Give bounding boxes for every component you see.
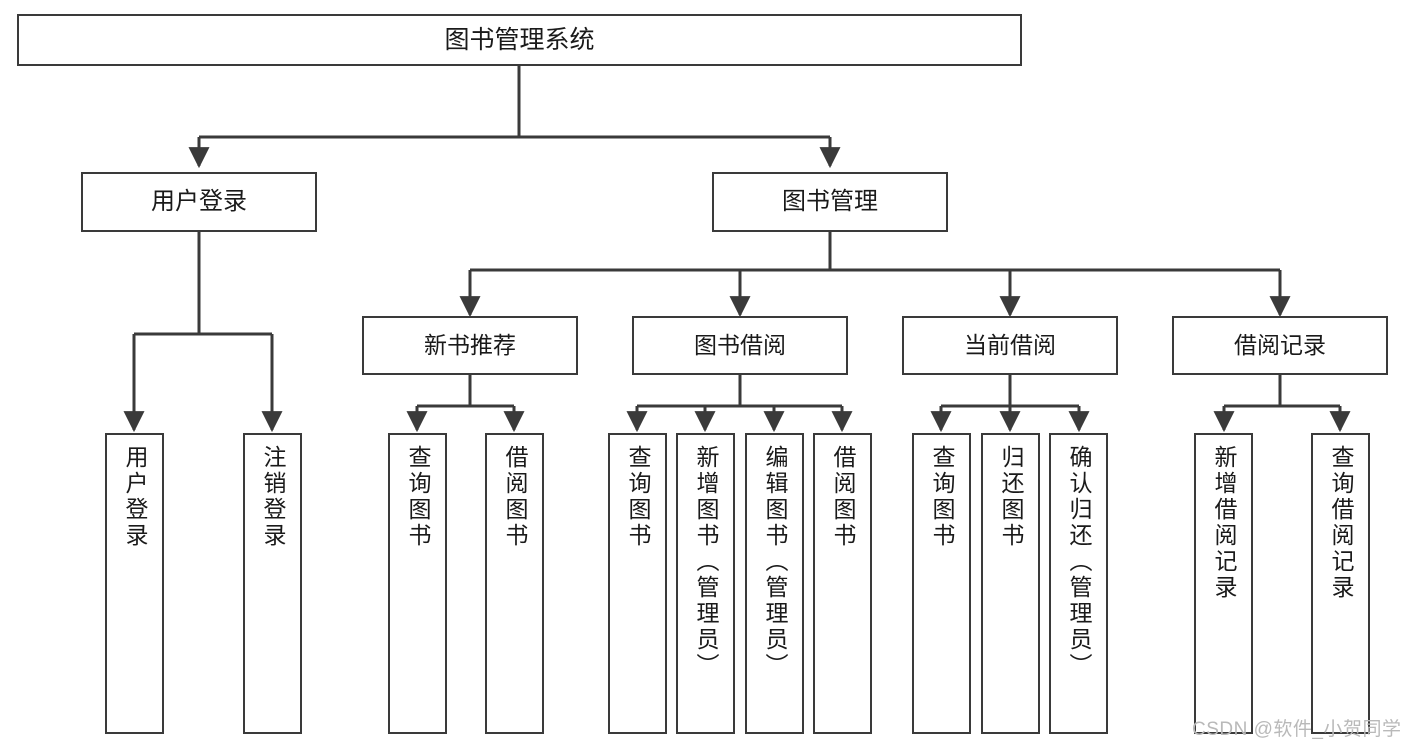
leaf-add-borrow-record[interactable]: 新增借阅记录	[1194, 433, 1253, 734]
node-label: 查询借阅记录	[1328, 445, 1354, 601]
node-label: 新增图书（管理员）	[693, 445, 719, 679]
node-label: 注销登录	[260, 445, 286, 549]
node-label: 编辑图书（管理员）	[762, 445, 788, 679]
node-label: 借阅图书	[502, 445, 528, 549]
node-root-system[interactable]: 图书管理系统	[17, 14, 1022, 66]
node-label: 图书管理系统	[444, 25, 595, 54]
node-book-borrow[interactable]: 图书借阅	[632, 316, 848, 375]
node-label: 图书管理	[782, 188, 878, 216]
csdn-watermark: CSDN @软件_小贺同学	[1192, 719, 1402, 740]
node-book-management[interactable]: 图书管理	[712, 172, 948, 232]
node-label: 借阅记录	[1234, 332, 1326, 359]
leaf-borrow-book-1[interactable]: 借阅图书	[485, 433, 544, 734]
leaf-borrow-book-2[interactable]: 借阅图书	[813, 433, 872, 734]
node-label: 查询图书	[625, 445, 651, 549]
node-label: 查询图书	[405, 445, 431, 549]
leaf-query-book-2[interactable]: 查询图书	[608, 433, 667, 734]
node-label: 借阅图书	[830, 445, 856, 549]
node-label: 图书借阅	[694, 332, 786, 359]
node-new-book-recommend[interactable]: 新书推荐	[362, 316, 578, 375]
leaf-add-book-admin[interactable]: 新增图书（管理员）	[676, 433, 735, 734]
leaf-query-book-3[interactable]: 查询图书	[912, 433, 971, 734]
node-label: 查询图书	[929, 445, 955, 549]
node-label: 当前借阅	[964, 332, 1056, 359]
node-current-borrow[interactable]: 当前借阅	[902, 316, 1118, 375]
node-label: 用户登录	[122, 445, 148, 549]
leaf-query-book-1[interactable]: 查询图书	[388, 433, 447, 734]
node-label: 新增借阅记录	[1211, 445, 1237, 601]
leaf-query-borrow-record[interactable]: 查询借阅记录	[1311, 433, 1370, 734]
node-label: 确认归还（管理员）	[1066, 445, 1092, 679]
node-borrow-record[interactable]: 借阅记录	[1172, 316, 1388, 375]
leaf-user-login[interactable]: 用户登录	[105, 433, 164, 734]
node-label: 新书推荐	[424, 332, 516, 359]
leaf-confirm-return-admin[interactable]: 确认归还（管理员）	[1049, 433, 1108, 734]
node-label: 归还图书	[998, 445, 1024, 549]
leaf-logout[interactable]: 注销登录	[243, 433, 302, 734]
leaf-return-book[interactable]: 归还图书	[981, 433, 1040, 734]
leaf-edit-book-admin[interactable]: 编辑图书（管理员）	[745, 433, 804, 734]
node-label: 用户登录	[151, 188, 247, 216]
node-user-login[interactable]: 用户登录	[81, 172, 317, 232]
